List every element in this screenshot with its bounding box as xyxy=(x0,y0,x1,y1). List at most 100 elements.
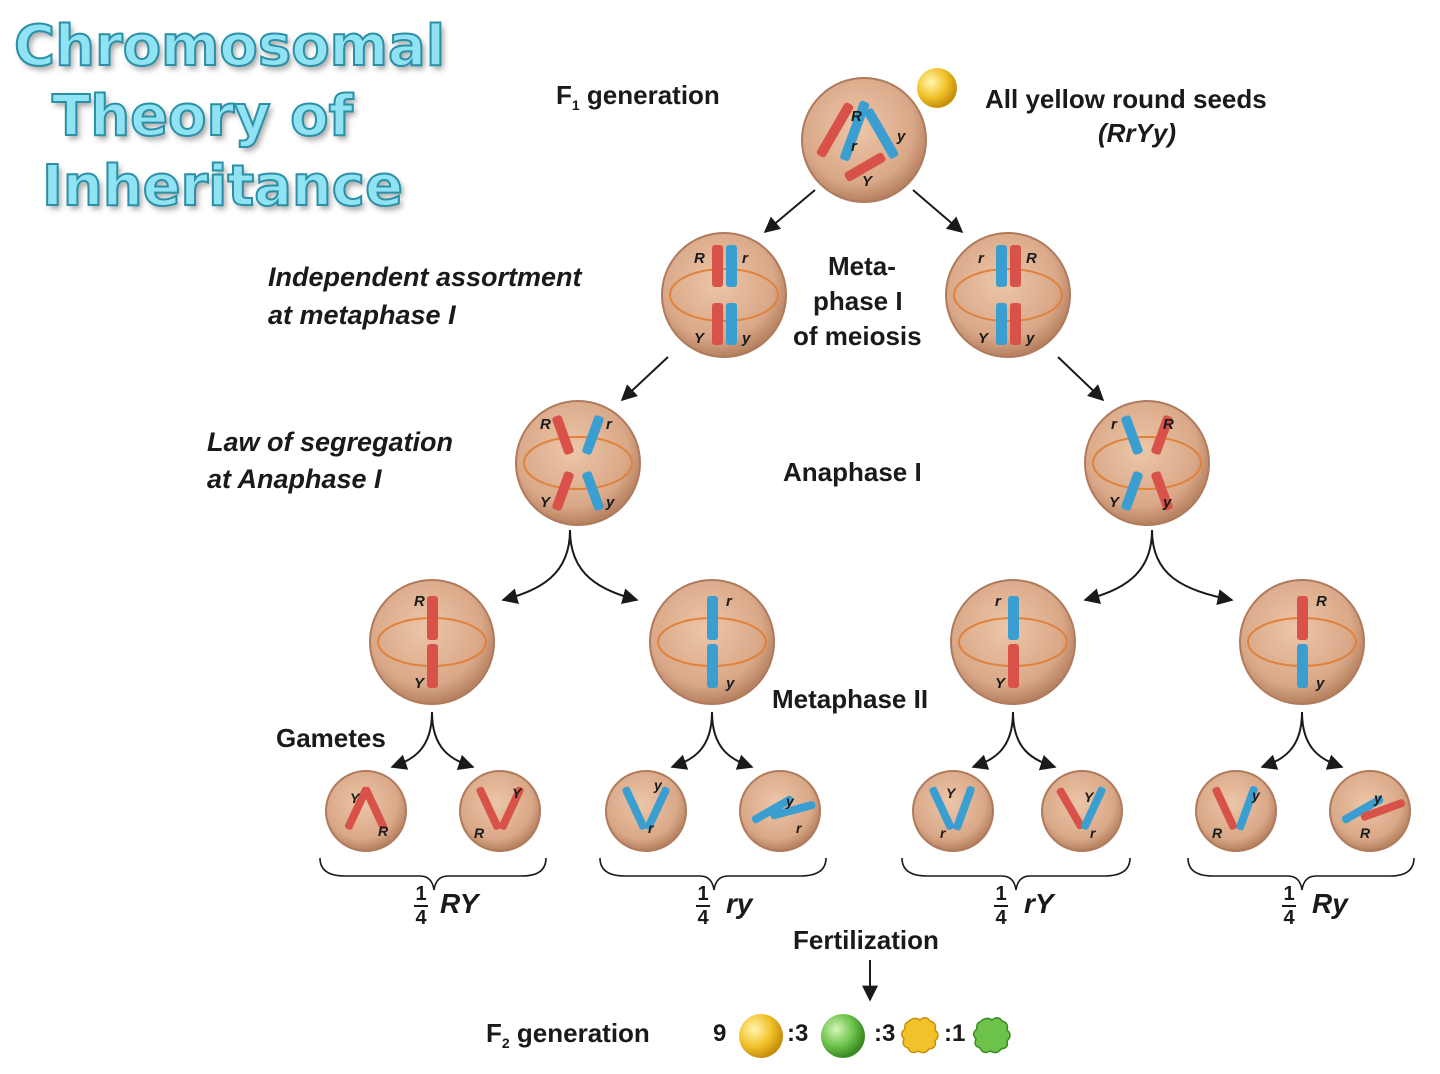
brace-ry xyxy=(599,857,827,891)
chromosome xyxy=(726,303,737,345)
allele-label: y xyxy=(1251,787,1261,803)
independent-assortment-line-2: at metaphase I xyxy=(268,300,456,330)
spindle xyxy=(1092,436,1202,490)
chromosome xyxy=(712,245,723,287)
chromosome xyxy=(864,108,899,159)
allele-label: r xyxy=(940,825,947,841)
arrow-ana-left-a xyxy=(501,529,571,604)
chromosome xyxy=(1236,786,1258,831)
allele-label: r xyxy=(1090,825,1097,841)
arrow-meta-left xyxy=(620,356,669,402)
metaphase-1-line-1: Meta- xyxy=(828,251,896,281)
allele-label: y xyxy=(896,128,906,145)
arrow-m2-3a xyxy=(971,711,1014,770)
chromosome xyxy=(622,786,648,830)
chromosome xyxy=(1080,786,1106,830)
ratio-9: 9 xyxy=(713,1020,727,1047)
arrow-m2-4a xyxy=(1260,711,1303,770)
allele-label: y xyxy=(741,330,751,347)
chromosome xyxy=(953,786,975,831)
metaphase-2-cell-RY: RY xyxy=(369,579,495,705)
allele-label: R xyxy=(1026,250,1037,267)
allele-label: Y xyxy=(350,790,361,806)
allele-label: R xyxy=(474,825,485,841)
allele-label: R xyxy=(694,250,705,267)
chromosome xyxy=(427,596,438,640)
arrows xyxy=(390,189,1344,1002)
ratio-1: :1 xyxy=(944,1020,966,1047)
arrow-m2-1b xyxy=(431,711,475,771)
allele-label: y xyxy=(785,793,795,809)
allele-label: r xyxy=(742,250,749,267)
arrow-meta-right xyxy=(1057,356,1105,402)
allele-label: Y xyxy=(694,330,706,347)
chromosome xyxy=(1297,644,1308,688)
chromosome xyxy=(644,786,670,830)
allele-label: Y xyxy=(540,494,552,511)
arrow-m2-2b xyxy=(711,711,754,770)
chromosome xyxy=(1010,303,1021,345)
all-yellow-label: All yellow round seeds xyxy=(985,84,1267,114)
metaphase-2-cell-rY: rY xyxy=(950,579,1076,705)
allele-label: R xyxy=(1316,593,1327,610)
chromosome xyxy=(552,471,574,511)
chromosome xyxy=(1212,786,1238,830)
title-line-2: Theory of xyxy=(51,83,354,150)
allele-label: Y xyxy=(862,173,874,190)
gamete-rY-2: Yr xyxy=(1041,770,1123,852)
gamete-ry-1: yr xyxy=(605,770,687,852)
chromosome xyxy=(427,644,438,688)
f1-genotype-label: (RrYy) xyxy=(1098,118,1177,148)
law-of-segregation-line-2: at Anaphase I xyxy=(207,464,382,494)
allele-label: Y xyxy=(946,785,957,801)
allele-label: r xyxy=(726,593,733,610)
gametes-label: Gametes xyxy=(276,723,386,753)
chromosome xyxy=(498,786,524,830)
arrow-m2-1a xyxy=(390,711,433,770)
allele-label: R xyxy=(378,823,389,839)
chromosome xyxy=(1056,787,1085,830)
anaphase-1-label: Anaphase I xyxy=(783,457,922,487)
genotype-Ry: Ry xyxy=(1312,888,1348,919)
allele-label: r xyxy=(606,416,613,433)
allele-label: Y xyxy=(1109,494,1121,511)
arrow-m2-3b xyxy=(1012,711,1057,771)
allele-label: r xyxy=(995,593,1002,610)
genotype-RY: RY xyxy=(440,888,479,919)
chromosome xyxy=(1151,471,1173,511)
independent-assortment-line-1: Independent assortment xyxy=(268,262,582,292)
chromosome xyxy=(707,596,718,640)
gamete-RY-1: YR xyxy=(325,770,407,852)
chromosome xyxy=(1121,471,1143,511)
allele-label: R xyxy=(1360,825,1371,841)
brace-Ry xyxy=(1187,857,1415,891)
chromosome xyxy=(1341,795,1384,824)
arrow-m2-2a xyxy=(670,711,713,770)
gamete-Ry-2: yR xyxy=(1329,770,1411,852)
chromosome xyxy=(582,415,604,455)
chromosome xyxy=(582,471,604,511)
metaphase-1-line-2: phase I xyxy=(813,286,903,316)
allele-label: y xyxy=(1162,494,1172,511)
genotype-ry: ry xyxy=(726,888,753,919)
arrow-m2-4b xyxy=(1301,711,1344,770)
gamete-RY-2: YR xyxy=(459,770,541,852)
chromosome xyxy=(929,786,955,830)
spindle xyxy=(953,268,1063,322)
allele-label: R xyxy=(1163,416,1174,433)
allele-label: R xyxy=(540,416,551,433)
fertilization-label: Fertilization xyxy=(793,925,939,955)
chromosome xyxy=(712,303,723,345)
chromosome xyxy=(552,415,574,455)
chromosome xyxy=(816,102,854,158)
arrow-ana-right-a xyxy=(1083,529,1153,604)
yellow-round-seed-icon xyxy=(917,68,957,108)
allele-label: R xyxy=(1212,825,1223,841)
